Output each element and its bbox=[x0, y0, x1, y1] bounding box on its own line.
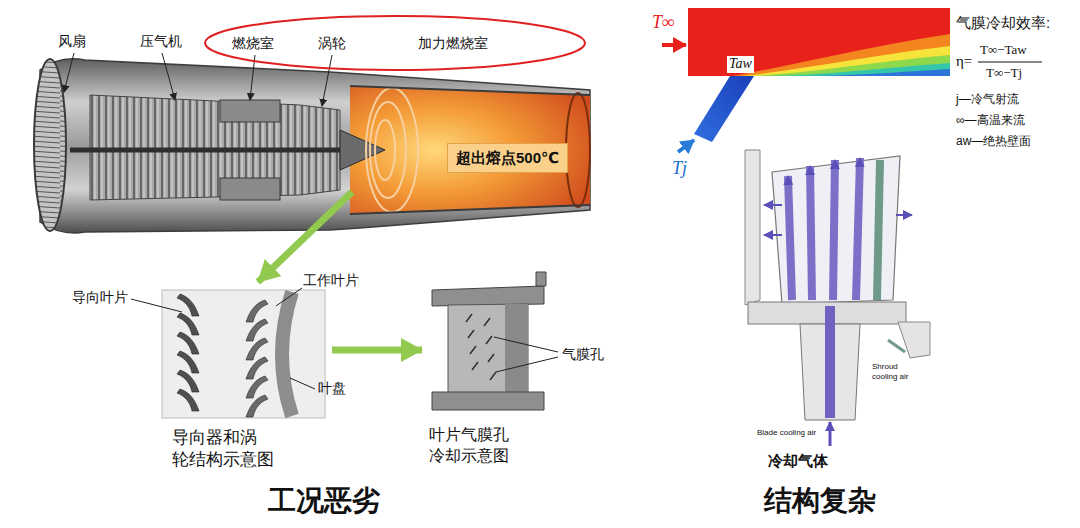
legend-note: j—冷气射流 bbox=[956, 92, 1019, 106]
film-cooling-contour bbox=[662, 8, 950, 152]
stator-wall bbox=[745, 150, 760, 305]
flame-holder bbox=[375, 120, 395, 180]
leader-line bbox=[322, 55, 332, 106]
film-cooled-blade bbox=[432, 272, 546, 410]
formula-text: T∞−Tj bbox=[986, 65, 1022, 81]
part-label: 压气机 bbox=[140, 33, 182, 50]
combustor bbox=[220, 178, 280, 200]
box-text: 超出熔点500℃ bbox=[456, 149, 559, 167]
leader-lines bbox=[131, 288, 315, 389]
flow-arrow bbox=[662, 43, 686, 47]
contour-band bbox=[770, 63, 950, 76]
legend-note: ∞—高温来流 bbox=[956, 113, 1025, 127]
contour-band bbox=[733, 34, 950, 76]
flow-label: Blade cooling air bbox=[757, 428, 816, 438]
part-label: 涡轮 bbox=[318, 35, 346, 52]
highlight-ellipse bbox=[205, 16, 585, 70]
inlet-arrow bbox=[829, 422, 832, 446]
film-holes bbox=[466, 314, 496, 380]
schematic-ground bbox=[162, 290, 325, 418]
combustor bbox=[220, 100, 280, 122]
figure-caption: 叶片气膜孔 冷却示意图 bbox=[429, 425, 521, 467]
leader-line bbox=[496, 357, 558, 372]
shaft bbox=[70, 148, 370, 153]
legend-note: aw—绝热壁面 bbox=[956, 134, 1031, 148]
symbol-label: Tj bbox=[672, 158, 687, 180]
casing-edge bbox=[350, 86, 590, 95]
platform-hook bbox=[536, 272, 546, 286]
root-channel bbox=[825, 306, 835, 418]
jet-engine bbox=[34, 59, 590, 233]
symbol-label: T∞ bbox=[652, 12, 675, 34]
blade-disk bbox=[282, 292, 292, 416]
part-label: 燃烧室 bbox=[232, 35, 274, 52]
flame-holder bbox=[370, 102, 406, 198]
part-label: 叶盘 bbox=[318, 380, 346, 397]
leader-lines bbox=[494, 337, 558, 372]
hot-zone-box: 超出熔点500℃ bbox=[447, 143, 568, 173]
leader-line bbox=[276, 288, 302, 306]
blade-platform bbox=[432, 392, 544, 410]
tail-cone bbox=[340, 130, 385, 170]
rotor-blades bbox=[246, 300, 268, 417]
leader-line bbox=[131, 299, 182, 312]
shroud-air-line bbox=[888, 340, 905, 352]
section-caption: 工况恶劣 bbox=[268, 484, 380, 518]
contour-band bbox=[742, 46, 950, 76]
figure-caption: 导向器和涡 轮结构示意图 bbox=[172, 427, 284, 471]
contour-band bbox=[800, 69, 950, 76]
flame-holder bbox=[366, 88, 418, 212]
blade-airfoil bbox=[772, 156, 900, 304]
engine-casing bbox=[40, 59, 590, 233]
schematic-panel: 导向器和涡 轮结构示意图 bbox=[160, 285, 330, 420]
formula-text: T∞−Taw bbox=[980, 42, 1027, 58]
fan-disc bbox=[34, 59, 66, 231]
blade-airfoil bbox=[448, 304, 528, 394]
leader-line bbox=[494, 337, 558, 352]
part-label: 工作叶片 bbox=[303, 272, 359, 289]
contour-band bbox=[752, 55, 950, 76]
contour-hot bbox=[688, 8, 950, 76]
section-caption: 结构复杂 bbox=[764, 484, 876, 518]
leader-line bbox=[162, 53, 175, 100]
flow-arrow bbox=[678, 140, 694, 152]
flow-label: Shroud cooling air bbox=[872, 362, 916, 381]
blade-shadow bbox=[505, 304, 528, 394]
part-label: 气膜孔 bbox=[562, 346, 604, 363]
cooled-blade bbox=[745, 150, 930, 446]
casing-edge bbox=[350, 205, 590, 214]
formula-title: 气膜冷却效率: bbox=[956, 14, 1050, 32]
coolant-jet bbox=[694, 76, 754, 142]
part-label: 导向叶片 bbox=[72, 289, 128, 306]
formula-text: η= bbox=[956, 52, 972, 70]
leader-lines bbox=[64, 53, 332, 106]
part-label: 加力燃烧室 bbox=[418, 35, 488, 52]
zoom-arrow bbox=[258, 192, 352, 282]
symbol-label: Taw bbox=[727, 56, 754, 73]
blade-platform bbox=[432, 286, 544, 306]
shroud bbox=[898, 322, 930, 358]
leader-line bbox=[290, 378, 315, 389]
nozzle-rim bbox=[566, 93, 590, 207]
film-jets bbox=[764, 205, 912, 235]
turbine-illustration bbox=[162, 290, 325, 418]
zoom-arrow bbox=[332, 347, 422, 354]
schematic-panel: 叶片气膜孔 冷却示意图 bbox=[425, 283, 550, 415]
leader-line bbox=[64, 53, 74, 92]
figure-caption: 冷却气体 bbox=[768, 452, 828, 470]
cooling-passage bbox=[877, 160, 880, 300]
part-label: 风扇 bbox=[58, 33, 86, 50]
fraction-bar bbox=[978, 61, 1042, 62]
cooling-passages bbox=[788, 158, 860, 300]
